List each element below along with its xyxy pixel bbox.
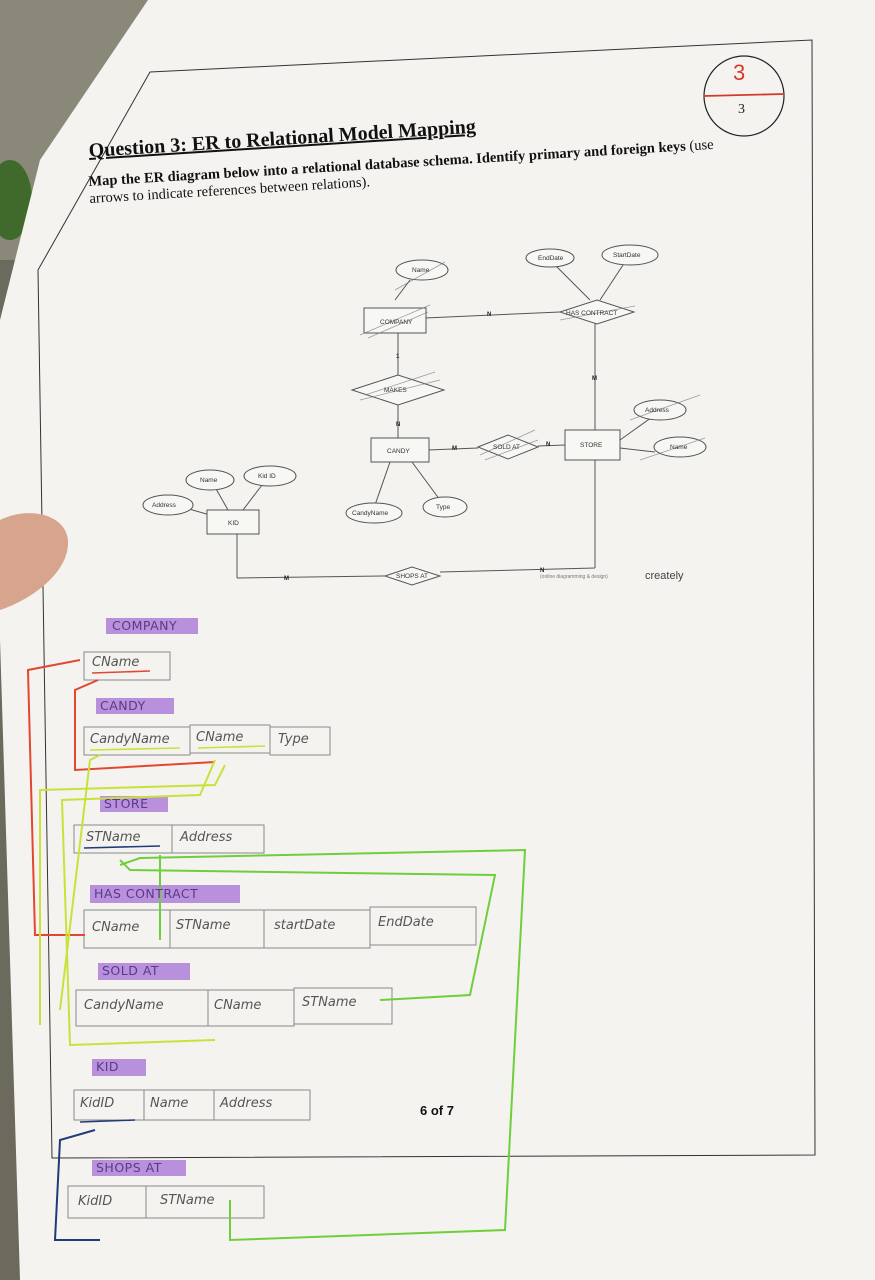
field: Address: [220, 1096, 273, 1111]
field: CName: [92, 655, 140, 670]
relation-name: STORE: [104, 796, 149, 811]
svg-text:N: N: [546, 442, 550, 448]
field: STName: [176, 918, 231, 933]
relation-name: KID: [96, 1059, 120, 1074]
svg-text:M: M: [452, 446, 457, 452]
svg-text:Type: Type: [436, 504, 450, 511]
entity-store: STORE: [580, 442, 603, 449]
creately-watermark: creately: [645, 570, 684, 582]
relation-name: HAS CONTRACT: [94, 886, 199, 901]
svg-text:EndDate: EndDate: [538, 255, 564, 262]
page-number: 6 of 7: [420, 1103, 454, 1118]
svg-text:StartDate: StartDate: [613, 252, 641, 259]
svg-text:Name: Name: [670, 444, 688, 451]
field: Name: [150, 1096, 189, 1111]
svg-text:Name: Name: [412, 267, 430, 274]
thumb: [0, 513, 69, 610]
score-total: 3: [738, 102, 745, 117]
relation-name: SHOPS AT: [96, 1160, 162, 1175]
field: startDate: [274, 918, 336, 933]
svg-text:N: N: [396, 422, 400, 428]
rel-has-contract: HAS CONTRACT: [566, 310, 617, 317]
field: CName: [92, 920, 140, 935]
relation-name: SOLD AT: [102, 963, 160, 978]
svg-text:Address: Address: [152, 502, 177, 509]
rel-makes: MAKES: [384, 387, 407, 394]
field: EndDate: [378, 915, 434, 930]
field: KidID: [78, 1194, 113, 1209]
field: STName: [86, 830, 141, 845]
svg-text:Name: Name: [200, 477, 218, 484]
plant-leaf: [0, 160, 32, 240]
field: CandyName: [90, 732, 170, 747]
rel-shops-at: SHOPS AT: [396, 573, 428, 580]
rel-sold-at: SOLD AT: [493, 444, 520, 451]
entity-kid: KID: [228, 520, 239, 527]
svg-text:Kid ID: Kid ID: [258, 473, 276, 480]
field: Address: [180, 830, 233, 845]
entity-company: COMPANY: [380, 319, 413, 326]
svg-text:M: M: [284, 576, 289, 582]
entity-candy: CANDY: [387, 448, 410, 455]
field: Type: [278, 732, 309, 747]
field: STName: [160, 1193, 215, 1208]
field: CName: [214, 998, 262, 1013]
score-earned: 3: [733, 60, 746, 85]
svg-text:1: 1: [396, 354, 400, 360]
field: CName: [196, 730, 244, 745]
svg-text:CandyName: CandyName: [352, 510, 389, 517]
svg-text:M: M: [592, 376, 597, 382]
svg-text:N: N: [487, 312, 491, 318]
svg-text:Address: Address: [645, 407, 670, 414]
creately-tagline: (online diagramming & design): [540, 574, 608, 580]
field: KidID: [80, 1096, 115, 1111]
relation-name: CANDY: [100, 698, 146, 713]
svg-text:N: N: [540, 568, 544, 574]
field: CandyName: [84, 998, 164, 1013]
field: STName: [302, 995, 357, 1010]
relation-name: COMPANY: [112, 618, 178, 633]
